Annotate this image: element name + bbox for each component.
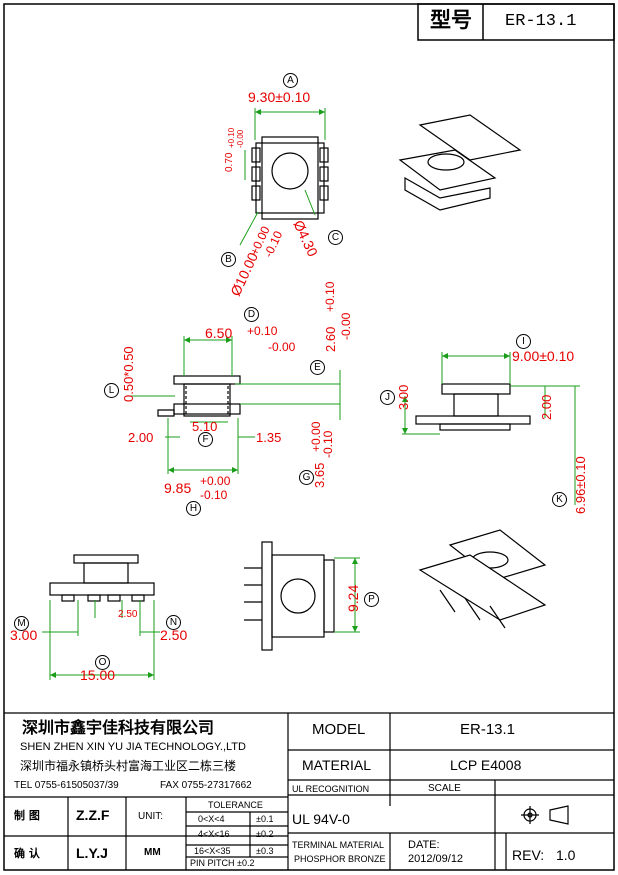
header-model-box bbox=[417, 3, 615, 41]
dim-d-tol-down: -0.00 bbox=[268, 340, 296, 354]
dim-m: 3.00 bbox=[10, 627, 38, 643]
scale-label: SCALE bbox=[428, 783, 461, 794]
dim-e-tol-up: +0.10 bbox=[323, 281, 337, 312]
company-cn: 深圳市鑫宇佳科技有限公司 bbox=[22, 718, 215, 737]
iso-view-top bbox=[398, 114, 522, 211]
letter-e: E bbox=[310, 360, 325, 375]
dim-510: 5.10 bbox=[192, 419, 218, 434]
letter-o: O bbox=[95, 655, 110, 670]
tol-range-0: 0<X<4 bbox=[198, 814, 225, 824]
header-model-value: ER-13.1 bbox=[505, 12, 577, 31]
letter-c: C bbox=[328, 230, 343, 245]
letter-m: M bbox=[14, 616, 29, 631]
letter-n: N bbox=[166, 615, 181, 630]
model-value: ER-13.1 bbox=[460, 721, 516, 738]
pin-pitch: PIN PITCH ±0.2 bbox=[190, 858, 255, 868]
letter-b: B bbox=[221, 252, 236, 267]
tel: TEL 0755-61505037/39 bbox=[14, 780, 119, 791]
dim-o: 15.00 bbox=[80, 667, 116, 683]
letter-j: J bbox=[380, 390, 395, 405]
dim-slot: 0.70 bbox=[224, 152, 235, 172]
front-view bbox=[157, 375, 241, 417]
dim-j: 3.00 bbox=[396, 384, 411, 410]
dim-135: 1.35 bbox=[256, 430, 282, 445]
dim-a: 9.30±0.10 bbox=[248, 89, 311, 105]
dim-k: 6.96±0.10 bbox=[573, 456, 588, 514]
unit-label: UNIT: bbox=[138, 811, 163, 822]
dim-d: 6.50 bbox=[205, 325, 233, 341]
material-value: LCP E4008 bbox=[450, 757, 522, 773]
dim-i: 9.00±0.10 bbox=[512, 348, 575, 364]
header-model-label: 型号 bbox=[430, 8, 472, 32]
address-cn: 深圳市福永镇桥头村富海工业区二栋三楼 bbox=[20, 759, 237, 773]
material-label: MATERIAL bbox=[302, 757, 371, 773]
letter-k: K bbox=[552, 492, 567, 507]
dim-250-small: 2.50 bbox=[118, 609, 138, 620]
checked-label: 确 认 bbox=[14, 847, 40, 860]
letter-f: F bbox=[198, 432, 213, 447]
rev-label: REV: bbox=[512, 847, 545, 863]
letter-a: A bbox=[283, 73, 298, 88]
unit-value: MM bbox=[144, 847, 161, 858]
iso-view-bottom bbox=[418, 529, 547, 629]
tol-value-2: ±0.3 bbox=[256, 846, 274, 856]
letter-h: H bbox=[186, 501, 201, 516]
dim-slot-tol-up: +0.10 bbox=[227, 127, 236, 148]
fax: FAX 0755-27317662 bbox=[160, 780, 252, 791]
tol-range-1: 4<X<16 bbox=[198, 829, 230, 839]
projection-symbol-icon bbox=[521, 805, 569, 825]
bottom-view bbox=[49, 554, 155, 602]
date-label: DATE: bbox=[408, 839, 440, 851]
checked-value: L.Y.J bbox=[76, 845, 108, 861]
pin-view bbox=[244, 541, 335, 651]
tol-value-1: ±0.2 bbox=[256, 829, 274, 839]
dim-200: 2.00 bbox=[128, 430, 154, 445]
drawn-value: Z.Z.F bbox=[76, 807, 110, 823]
tol-value-0: ±0.1 bbox=[256, 814, 274, 824]
company-en: SHEN ZHEN XIN YU JIA TECHNOLOGY.,LTD bbox=[20, 741, 246, 753]
dim-n: 2.50 bbox=[160, 627, 188, 643]
ul-label: UL RECOGNITION bbox=[292, 784, 370, 794]
side-view bbox=[415, 383, 531, 431]
dim-g: 3.65 bbox=[312, 462, 327, 488]
drawn-label: 制 图 bbox=[14, 809, 40, 822]
dim-g-tol-down: -0.10 bbox=[321, 430, 335, 458]
letter-i: I bbox=[516, 334, 531, 349]
terminal-label: TERMINAL MATERIAL bbox=[292, 840, 385, 850]
outer-frame bbox=[3, 3, 615, 871]
dim-d-tol-up: +0.10 bbox=[247, 324, 278, 338]
letter-p: P bbox=[364, 592, 379, 607]
dim-2: 2.00 bbox=[539, 394, 554, 420]
dim-e-tol-down: -0.00 bbox=[339, 312, 353, 340]
dim-e: 2.60 bbox=[323, 326, 338, 352]
tol-range-2: 16<X<35 bbox=[194, 846, 231, 856]
title-block-grid bbox=[4, 712, 614, 870]
date-value: 2012/09/12 bbox=[408, 853, 464, 865]
dim-h: 9.85 bbox=[164, 480, 192, 496]
dim-h-tol-down: -0.10 bbox=[200, 488, 228, 502]
ul-value: UL 94V-0 bbox=[292, 811, 350, 827]
letter-d: D bbox=[244, 307, 259, 322]
dim-l: 0.50*0.50 bbox=[121, 346, 136, 402]
letter-g: G bbox=[299, 470, 314, 485]
terminal-value: PHOSPHOR BRONZE bbox=[294, 854, 386, 864]
letter-l: L bbox=[104, 383, 119, 398]
model-label: MODEL bbox=[312, 721, 366, 738]
dim-h-tol-up: +0.00 bbox=[200, 474, 231, 488]
top-view bbox=[251, 136, 329, 220]
dim-slot-tol-down: -0.00 bbox=[236, 129, 245, 148]
rev-value: 1.0 bbox=[556, 847, 576, 863]
tol-title: TOLERANCE bbox=[208, 800, 263, 810]
dim-p: 9.24 bbox=[345, 584, 361, 612]
